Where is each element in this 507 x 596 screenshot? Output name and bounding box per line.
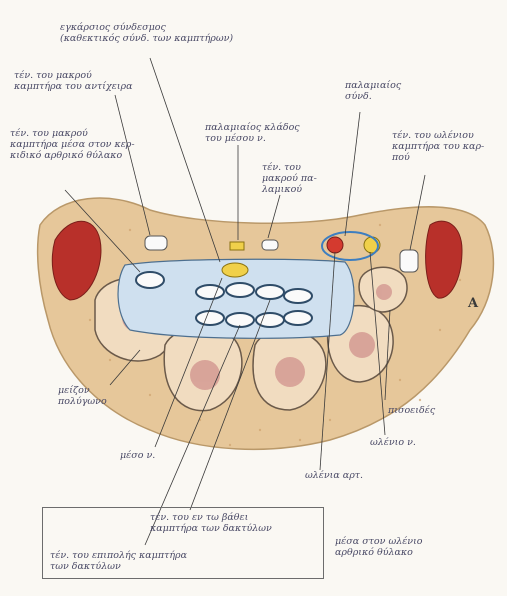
label-ulnar-artery: ωλένια αρτ. <box>305 470 363 481</box>
label-median-nerve: μέσο ν. <box>120 450 155 461</box>
label-palmar-branch: παλαμιαίος κλάδος του μέσου ν. <box>205 122 300 144</box>
label-flexor-retinaculum: εγκάρσιος σύνδεσμος (καθεκτικός σύνδ. τω… <box>60 22 233 44</box>
label-ulnar-bursa: μέσα στον ωλένιο αρθρικό θύλακο <box>335 536 423 558</box>
label-deep-flexor-tendons: τέν. του εν τω βάθει καμπτήρα των δακτύλ… <box>150 512 272 534</box>
label-palmar-ligament: παλαμιαίος σύνδ. <box>345 80 401 102</box>
label-superficial-flexor-tendons: τέν. του επιπολής καμπτήρα των δακτύλων <box>50 550 187 572</box>
label-trapezium: μείζον πολύγωνο <box>58 385 107 407</box>
label-pisiform: πισοειδές <box>388 405 435 416</box>
label-plate-a: A <box>468 298 478 309</box>
median-nerve-shape <box>222 263 248 277</box>
label-palmaris-longus-tendon: τέν. του μακρού πα- λαμικού <box>262 162 317 195</box>
ulnar-artery-shape <box>327 237 343 253</box>
label-flexor-pollicis-longus: τέν. του μακρού καμπτήρα του αντίχειρα <box>14 70 133 92</box>
palmar-branch <box>230 242 244 250</box>
label-flexor-carpi-ulnaris: τέν. του ωλένιου καμπτήρα του καρ- πού <box>392 130 484 163</box>
label-ulnar-nerve: ωλένιο ν. <box>370 437 416 448</box>
label-flexor-carpi-radialis: τέν. του μακρού καμπτήρα μέσα στον κερ- … <box>10 128 135 161</box>
